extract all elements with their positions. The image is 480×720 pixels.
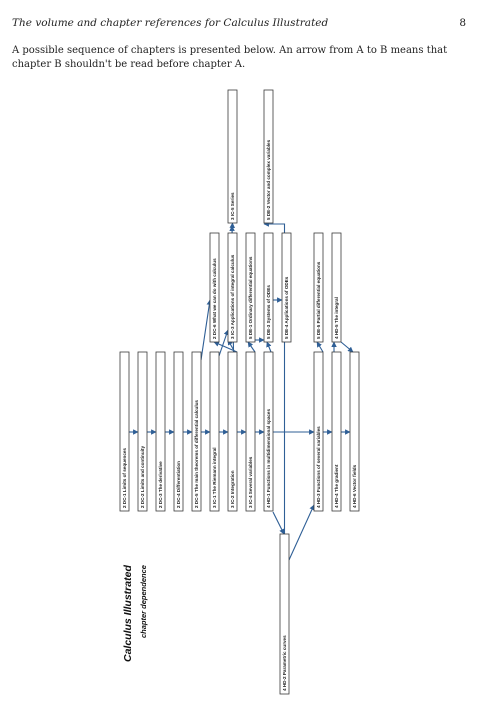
chapter-box	[155, 351, 166, 512]
chapter-label: 2 DC-1 Limits of sequences	[122, 448, 127, 508]
chapter-node-hd2: 4 HD-2 Parametric curves	[279, 533, 290, 695]
chapter-label: 3 IC-5 Series	[230, 192, 235, 220]
dependency-arrow	[316, 341, 324, 353]
chapter-box	[245, 232, 256, 343]
chapter-boxes: 2 DC-1 Limits of sequences 2 DC-2 Limits …	[119, 89, 360, 695]
chapter-box	[173, 351, 184, 512]
chapter-box	[331, 232, 342, 343]
chapter-node-ic2: 3 IC-2 Integration	[227, 351, 238, 512]
chapter-label: 4 HD-6 Vector fields	[352, 464, 357, 508]
chapter-label: 4 HD-5 The integral	[334, 297, 339, 339]
chapter-box	[331, 351, 342, 512]
chapter-box	[209, 351, 220, 512]
chapter-node-dc5: 2 DC-5 The main theorems of differential…	[191, 351, 202, 512]
chapter-box	[263, 351, 274, 512]
chapter-box	[263, 232, 274, 343]
chapter-box	[279, 533, 290, 695]
chapter-box	[263, 89, 274, 224]
dependency-arrow	[272, 511, 285, 535]
chapter-label: 5 DE-1 Ordinary differential equations	[248, 256, 253, 339]
chapter-label: 5 DE-4 Applications of ODEs	[284, 276, 289, 339]
chapter-label: 2 DC-4 Differentiation	[176, 461, 181, 508]
running-header-title: The volume and chapter references for Ca…	[12, 17, 329, 29]
chapter-node-dc1: 2 DC-1 Limits of sequences	[119, 351, 130, 512]
dependency-arrow	[266, 341, 272, 353]
chapter-node-ic5: 3 IC-5 Series	[227, 89, 238, 224]
chapter-node-de1: 5 DE-1 Ordinary differential equations	[245, 232, 256, 343]
dependency-arrow	[200, 299, 212, 361]
chapter-label: 2 DC-3 The derivative	[158, 461, 163, 508]
chapter-node-dc3: 2 DC-3 The derivative	[155, 351, 166, 512]
chapter-label: 2 DC-6 What we can do with calculus	[212, 258, 217, 339]
diagram-title: Calculus Illustrated	[122, 565, 134, 662]
chapter-node-ic4: 3 IC-4 Several variables	[245, 351, 256, 512]
chapter-node-hd3: 4 HD-3 Functions of several variables	[313, 351, 324, 512]
chapter-box	[313, 351, 324, 512]
chapter-label: 2 DC-2 Limits and continuity	[140, 446, 145, 508]
dependency-arrow	[288, 504, 315, 561]
chapter-label: 5 DE-2 Vector and complex variables	[266, 139, 271, 220]
chapter-label: 5 DE-3 Systems of ODEs	[266, 285, 271, 339]
chapter-label: 3 IC-2 Integration	[230, 470, 235, 508]
chapter-box	[245, 351, 256, 512]
page-number: 8	[459, 17, 466, 29]
chapter-node-de2: 5 DE-2 Vector and complex variables	[263, 89, 274, 224]
chapter-node-hd5: 4 HD-5 The integral	[331, 232, 342, 343]
chapter-label: 4 HD-3 Functions of several variables	[316, 426, 321, 508]
chapter-box	[281, 232, 292, 343]
chapter-node-dc4: 2 DC-4 Differentiation	[173, 351, 184, 512]
chapter-box	[227, 232, 238, 343]
chapter-label: 4 HD-4 The gradient	[334, 464, 339, 508]
chapter-box	[191, 351, 202, 512]
diagram-subtitle: chapter dependence	[139, 565, 148, 638]
chapter-box	[227, 351, 238, 512]
dependency-arrow	[263, 221, 286, 534]
chapter-box	[227, 89, 238, 224]
chapter-node-de3: 5 DE-3 Systems of ODEs	[263, 232, 274, 343]
chapter-label: 4 HD-2 Parametric curves	[282, 635, 287, 691]
chapter-label: 2 DC-5 The main theorems of differential…	[194, 400, 199, 508]
chapter-box	[313, 232, 324, 343]
chapter-label: 3 IC-1 The Riemann integral	[212, 448, 217, 509]
chapter-box	[209, 232, 220, 343]
chapter-box	[349, 351, 360, 512]
intro-paragraph: A possible sequence of chapters is prese…	[12, 45, 448, 70]
dependency-arrow	[218, 329, 229, 357]
chapter-node-de5: 5 DE-5 Partial differential equations	[313, 232, 324, 343]
chapter-node-de4: 5 DE-4 Applications of ODEs	[281, 232, 292, 343]
dependency-arrow	[247, 341, 256, 353]
chapter-label: 4 HD-1 Functions in multidimensional spa…	[266, 409, 271, 508]
chapter-node-hd6: 4 HD-6 Vector fields	[349, 351, 360, 512]
chapter-label: 3 IC-4 Several variables	[248, 456, 253, 508]
chapter-node-hd1: 4 HD-1 Functions in multidimensional spa…	[263, 351, 274, 512]
chapter-node-ic1: 3 IC-1 The Riemann integral	[209, 351, 220, 512]
chapter-label: 5 DE-5 Partial differential equations	[316, 261, 321, 339]
chapter-box	[137, 351, 148, 512]
chapter-node-ic3: 3 IC-3 Applications of integral calculus	[227, 232, 238, 343]
chapter-node-dc2: 2 DC-2 Limits and continuity	[137, 351, 148, 512]
chapter-box	[119, 351, 130, 512]
chapter-label: 3 IC-3 Applications of integral calculus	[230, 254, 235, 339]
chapter-node-dc6: 2 DC-6 What we can do with calculus	[209, 232, 220, 343]
chapter-node-hd4: 4 HD-4 The gradient	[331, 351, 342, 512]
dependency-arrow	[340, 341, 354, 353]
